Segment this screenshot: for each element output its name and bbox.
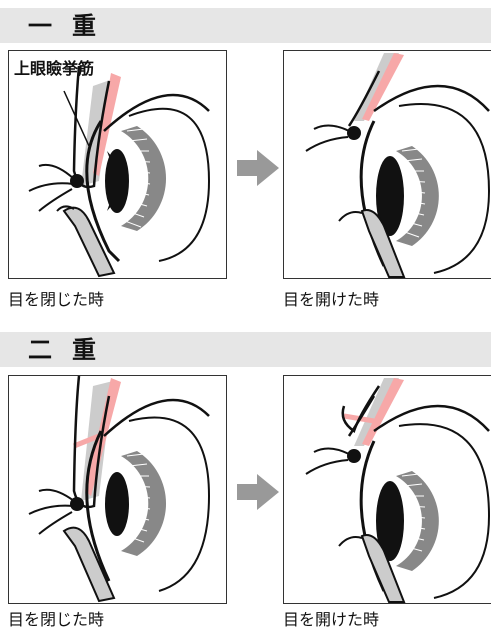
eyeball-curve (399, 104, 489, 273)
arrow-right-icon (235, 472, 281, 512)
eyeball-outline (374, 86, 489, 111)
lash-root (347, 126, 361, 140)
caption-closed: 目を閉じた時 (8, 290, 104, 310)
eyeball-outline (104, 95, 209, 131)
eye-closed-illustration (9, 376, 226, 603)
eye-open-illustration (284, 51, 491, 278)
diagram-panel-single-closed: 上眼瞼挙筋 (8, 50, 227, 279)
section-header-single-eyelid: 一重 (0, 8, 491, 43)
caption-open: 目を開けた時 (283, 610, 379, 630)
eyelash (39, 490, 74, 501)
eyeball-curve (399, 424, 489, 598)
diagram-panel-double-open (283, 375, 491, 604)
pupil (105, 472, 129, 536)
pupil-core (105, 149, 129, 213)
eyelash (39, 165, 74, 179)
eyelash (29, 506, 73, 514)
eyelash (306, 137, 348, 151)
section-title: 二重 (28, 335, 116, 365)
diagram-panel-double-closed (8, 375, 227, 604)
section-title: 一重 (28, 11, 116, 41)
eyelash (314, 448, 349, 454)
eyelash (39, 189, 72, 211)
eye-open-illustration (284, 376, 491, 603)
caption-open: 目を開けた時 (283, 290, 379, 310)
muscle-label: 上眼瞼挙筋 (14, 55, 94, 79)
diagram-panel-single-open (283, 50, 491, 279)
eyelash (29, 183, 73, 191)
eyeball-curve (129, 418, 209, 591)
eyelash (314, 125, 349, 131)
section-header-double-eyelid: 二重 (0, 332, 491, 367)
arrow-right-icon (235, 148, 281, 188)
lower-eyelid (64, 208, 114, 276)
lower-lash (339, 212, 362, 221)
lower-eyelid (64, 528, 114, 601)
eyeball-outline (374, 406, 489, 431)
lash-root (347, 449, 361, 463)
eye-closed-illustration (9, 51, 226, 278)
lower-lash (339, 537, 362, 546)
eyelash (306, 460, 348, 474)
caption-closed: 目を閉じた時 (8, 610, 104, 630)
